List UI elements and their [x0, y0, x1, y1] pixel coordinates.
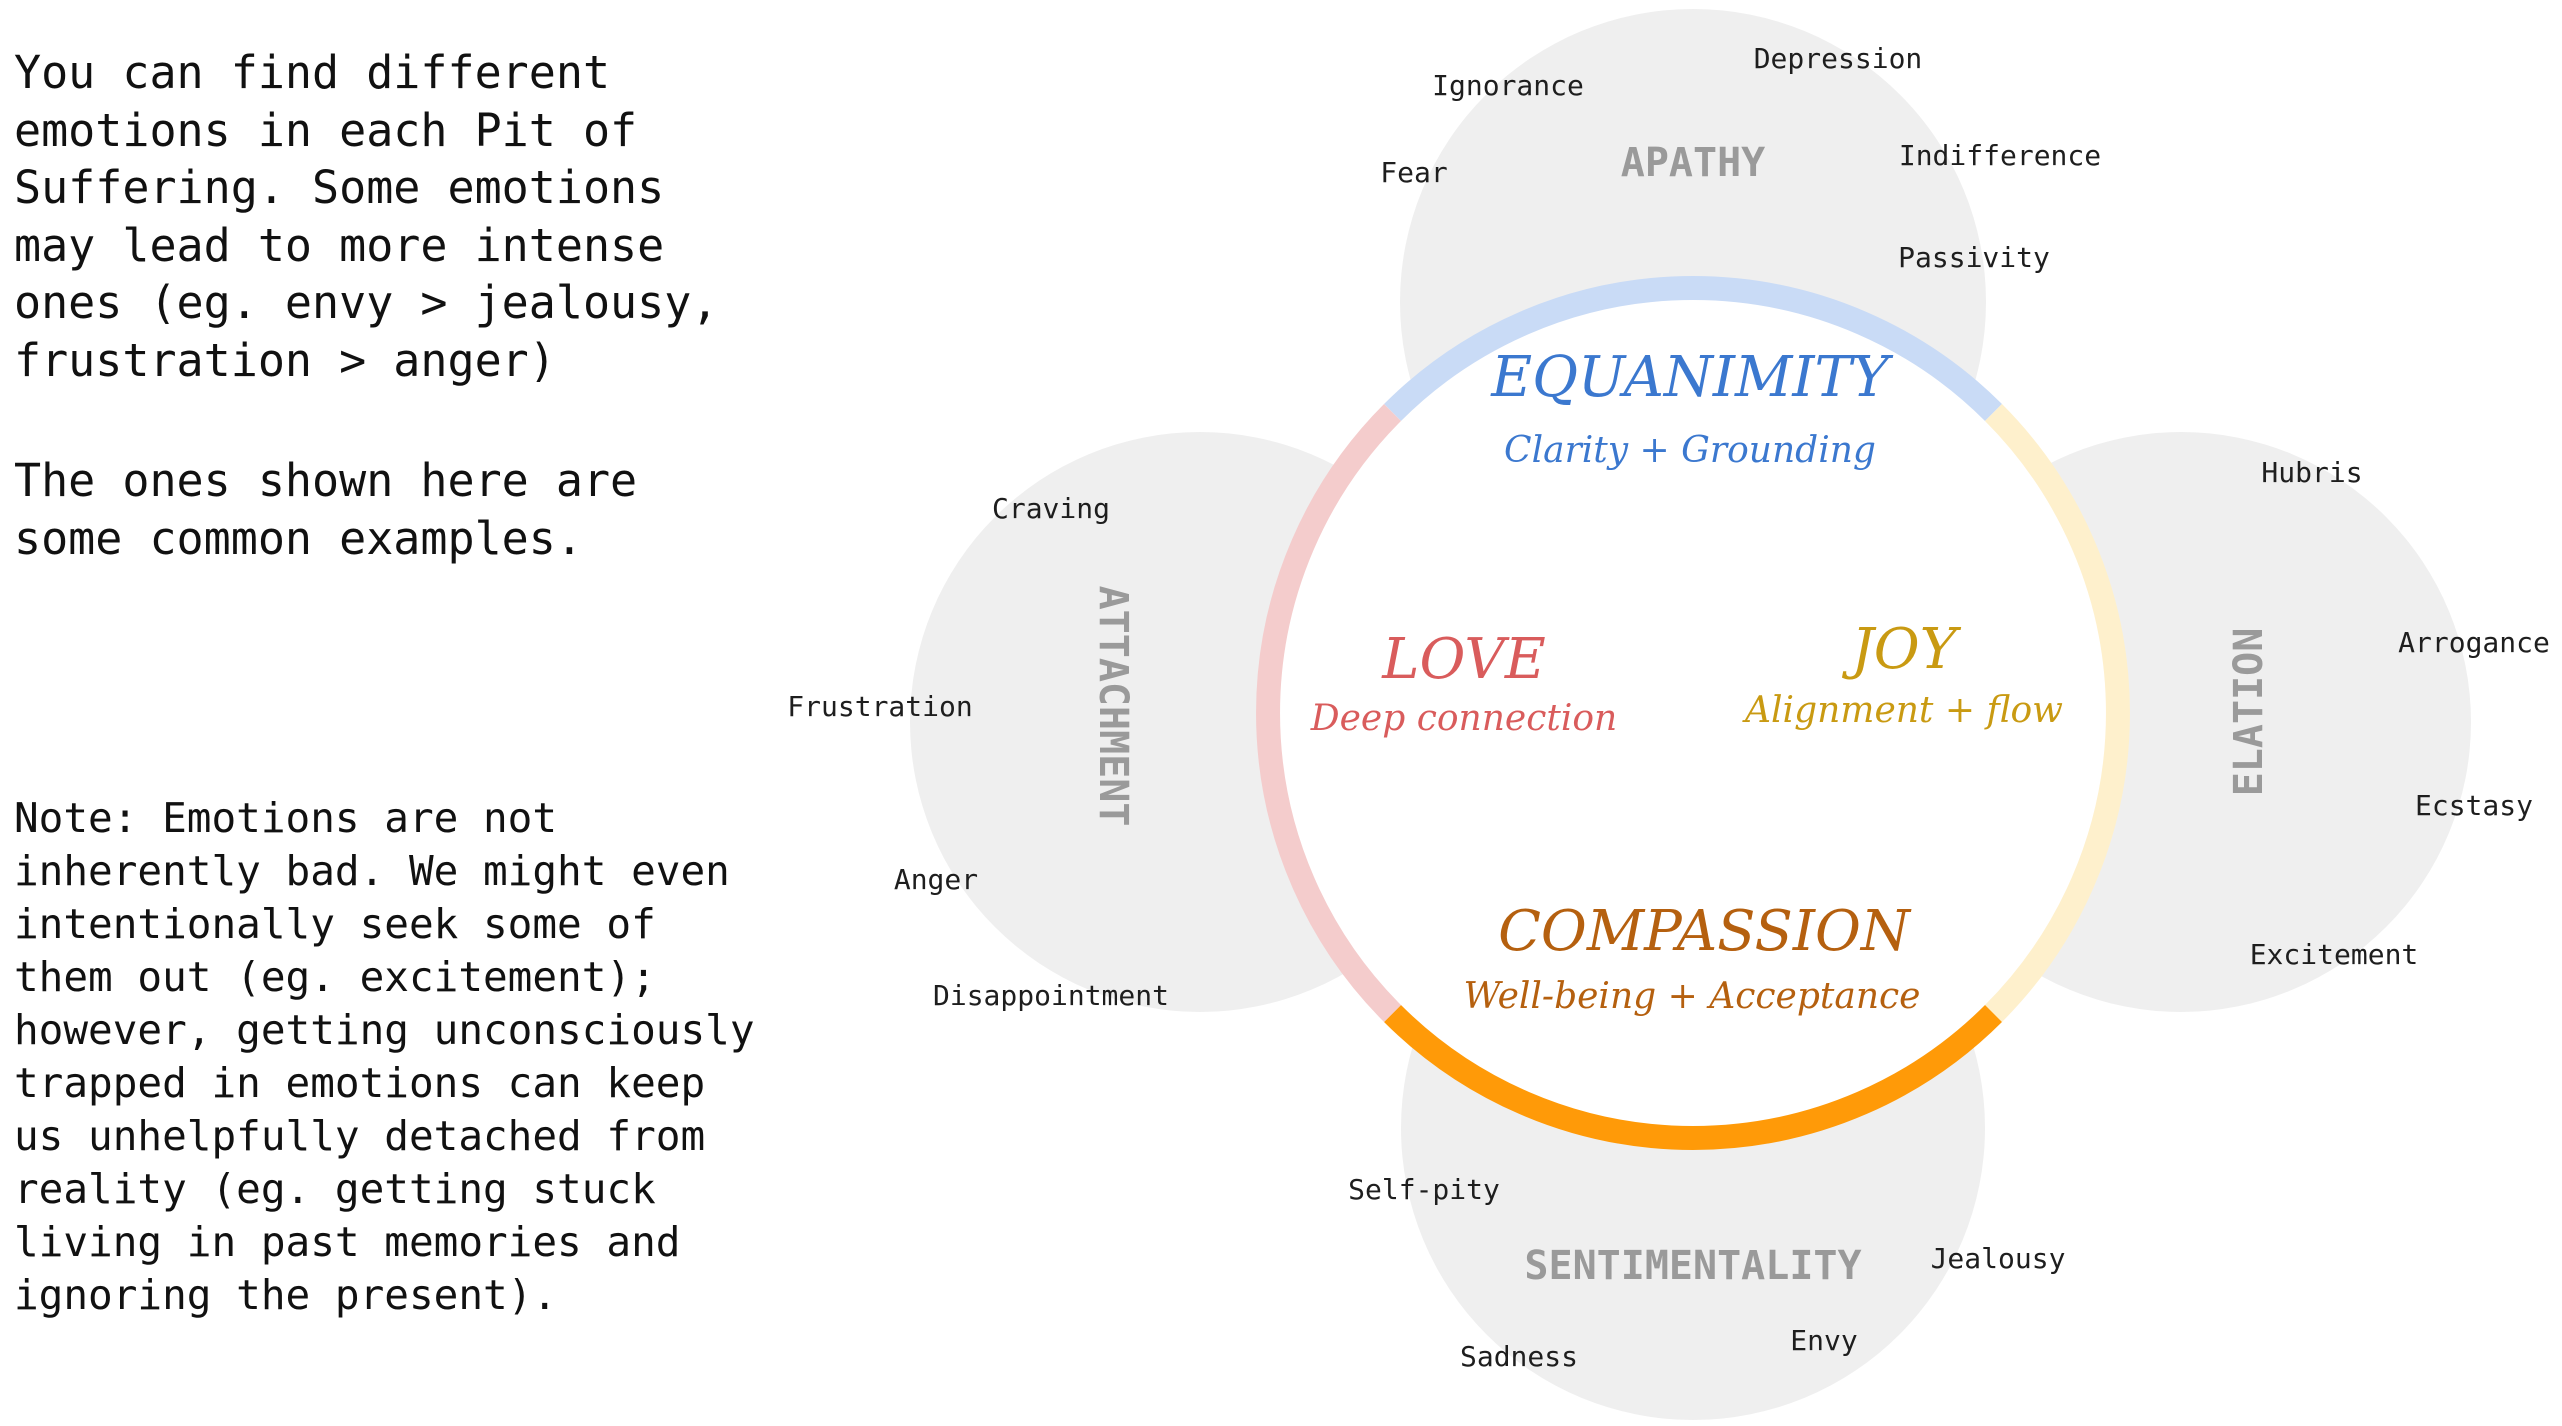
state-equanimity-title: EQUANIMITY [1490, 345, 1894, 410]
state-compassion-subtitle: Well-being + Acceptance [1464, 976, 1921, 1017]
state-equanimity-subtitle: Clarity + Grounding [1504, 430, 1876, 471]
intro-paragraph: You can find different emotions in each … [14, 46, 719, 387]
ring-segment-love [1256, 404, 1401, 1022]
emotion-hubris: Hubris [2261, 456, 2362, 489]
ring-segment-compassion [1384, 1005, 2002, 1150]
pit-apathy-title: APATHY [1621, 140, 1766, 186]
pit-sentimentality-title: SENTIMENTALITY [1524, 1243, 1861, 1289]
center-disc [1271, 291, 2115, 1135]
state-compassion-title: COMPASSION [1498, 899, 1912, 964]
ring-segment-joy [1985, 404, 2130, 1022]
state-joy-subtitle: Alignment + flow [1742, 690, 2063, 731]
emotion-jealousy: Jealousy [1931, 1242, 2066, 1275]
emotion-sadness: Sadness [1460, 1340, 1578, 1373]
emotion-depression: Depression [1754, 42, 1923, 75]
note-paragraph: Note: Emotions are not inherently bad. W… [14, 794, 755, 1319]
pit-elation-title: ELATION [2226, 628, 2272, 797]
examples-paragraph: The ones shown here are some common exam… [14, 454, 638, 565]
emotion-disappointment: Disappointment [933, 979, 1169, 1012]
emotion-anger: Anger [894, 863, 978, 896]
emotion-fear: Fear [1380, 156, 1447, 189]
pit-attachment-title: ATTACHMENT [1090, 586, 1136, 827]
emotion-frustration: Frustration [787, 690, 972, 723]
emotion-ecstasy: Ecstasy [2415, 789, 2533, 822]
emotion-self-pity: Self-pity [1348, 1173, 1500, 1206]
emotion-craving: Craving [992, 492, 1110, 525]
state-love-title: LOVE [1381, 627, 1545, 692]
emotion-arrogance: Arrogance [2398, 626, 2550, 659]
ring-segment-equanimity [1384, 276, 2002, 421]
state-joy-title: JOY [1841, 617, 1961, 682]
emotion-passivity: Passivity [1898, 241, 2050, 274]
state-love-subtitle: Deep connection [1310, 698, 1617, 739]
emotion-excitement: Excitement [2250, 938, 2419, 971]
emotion-indifference: Indifference [1899, 139, 2101, 172]
emotion-envy: Envy [1790, 1324, 1857, 1357]
emotion-ignorance: Ignorance [1432, 69, 1584, 102]
